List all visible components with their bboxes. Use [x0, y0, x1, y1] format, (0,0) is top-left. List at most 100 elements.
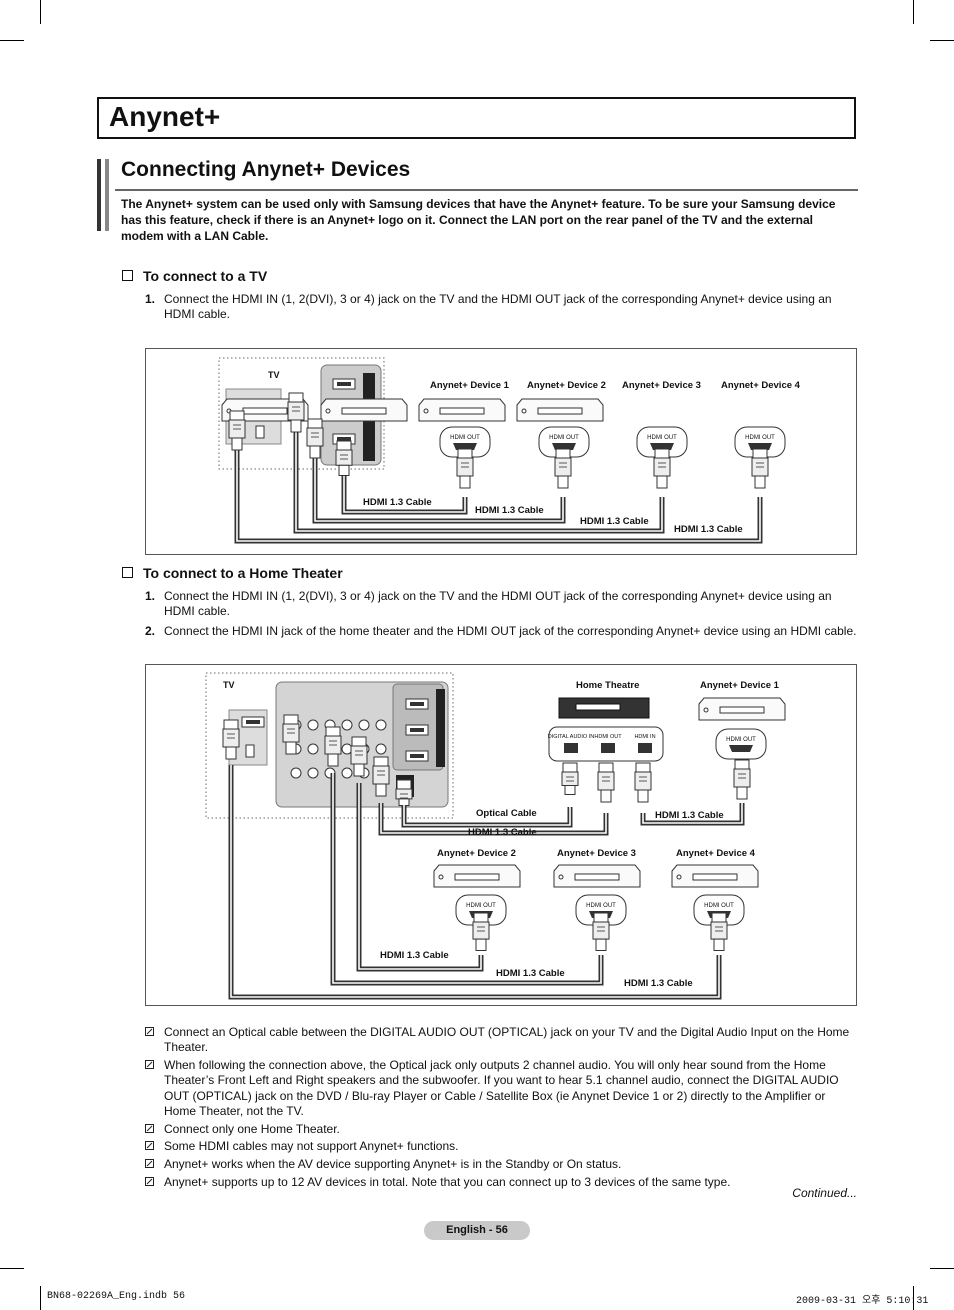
plug-strain	[375, 783, 387, 797]
plug-strain	[309, 445, 321, 459]
tv-label: TV	[268, 370, 280, 380]
av-jack	[307, 743, 319, 755]
plug-tip	[593, 912, 609, 923]
plug-strain	[637, 789, 649, 803]
crop-mark	[913, 0, 914, 24]
tv-heading-text: To connect to a TV	[143, 268, 268, 284]
tv-subheading: To connect to a TV	[122, 268, 267, 284]
hdmi-port-label: HDMI OUT	[647, 435, 677, 441]
note-item: Some HDMI cables may not support Anynet+…	[145, 1139, 857, 1154]
anynet-device-3-tray	[439, 407, 485, 415]
plug-tip	[288, 392, 304, 403]
plug-tip	[457, 448, 473, 459]
notes-list: Connect an Optical cable between the DIG…	[145, 1025, 857, 1192]
anynet-device-4-led	[521, 408, 527, 414]
plug-tip	[752, 448, 768, 459]
plug-strain	[225, 746, 237, 760]
plug-tip	[223, 719, 239, 730]
hdmi-cable-label: HDMI 1.3 Cable	[468, 827, 537, 838]
anynet-device-2-led	[438, 874, 444, 880]
plug-tip	[283, 714, 299, 725]
hdmi-port-bubble	[715, 728, 767, 760]
av-jack	[358, 719, 370, 731]
hdmi-port-label: HDMI OUT	[586, 903, 616, 909]
note-item: When following the connection above, the…	[145, 1058, 857, 1119]
tv-hdmi-strip	[436, 689, 445, 767]
step-number: 1.	[145, 589, 156, 603]
crop-mark	[0, 40, 24, 41]
av-jack	[290, 767, 302, 779]
hdmi-jack-slot	[410, 702, 424, 706]
note-icon	[145, 1027, 154, 1036]
note-item: Connect only one Home Theater.	[145, 1122, 857, 1137]
section-rule	[115, 189, 858, 191]
hdmi-cable-highlight	[236, 449, 761, 542]
home-theatre-tray	[575, 703, 621, 711]
page-title: Anynet+	[109, 101, 221, 132]
anynet-device-1-led	[703, 707, 709, 713]
note-text: When following the connection above, the…	[164, 1057, 839, 1118]
note-item: Anynet+ works when the AV device support…	[145, 1157, 857, 1172]
footer-timestamp: 2009-03-31 오후 5:10:31	[796, 1296, 929, 1307]
home-theatre-jack	[564, 743, 578, 753]
plug-strain	[736, 786, 748, 800]
home-theatre-jack	[638, 743, 652, 753]
note-icon	[145, 1123, 154, 1133]
plug-strain	[713, 938, 725, 952]
hdmi-cable-label: HDMI 1.3 Cable	[580, 516, 649, 527]
home-theatre-jack	[601, 743, 615, 753]
plug-tip	[555, 448, 571, 459]
plug-strain	[459, 475, 471, 489]
note-icon	[145, 1176, 154, 1186]
page-number-badge: English - 56	[424, 1221, 530, 1240]
note-item: Connect an Optical cable between the DIG…	[145, 1025, 857, 1056]
plug-strain	[595, 938, 607, 952]
hdmi-cable-highlight	[230, 765, 720, 998]
page-title-box: Anynet+	[97, 97, 856, 139]
hdmi-port-label: HDMI OUT	[450, 435, 480, 441]
hdmi-port-icon	[552, 443, 576, 450]
intro-paragraph: The Anynet+ system can be used only with…	[121, 197, 836, 243]
hdmi-cable-highlight	[314, 439, 564, 522]
anynet-device-4-tray	[537, 407, 583, 415]
hdmi-cable-label: HDMI 1.3 Cable	[624, 978, 693, 989]
hdmi-cable-highlight	[380, 803, 607, 834]
plug-strain	[475, 938, 487, 952]
hdmi-cable-label: HDMI 1.3 Cable	[475, 505, 544, 516]
usb-jack	[255, 425, 265, 439]
step-text: Connect the HDMI IN (1, 2(DVI), 3 or 4) …	[164, 589, 832, 618]
hdmi-jack-slot	[410, 754, 424, 758]
hdmi-cable-label: HDMI 1.3 Cable	[363, 497, 432, 508]
hdmi-port-label: HDMI OUT	[549, 435, 579, 441]
plug-strain	[398, 798, 410, 806]
plug-strain	[564, 785, 576, 795]
section-bar	[97, 159, 109, 231]
hdmi-jack-slot	[337, 382, 351, 386]
av-jack	[307, 719, 319, 731]
plug-tip	[734, 759, 750, 770]
av-jack	[341, 719, 353, 731]
ht-step-1: 1. Connect the HDMI IN (1, 2(DVI), 3 or …	[145, 589, 857, 619]
hdmi-cable-highlight	[358, 783, 482, 970]
plug-strain	[353, 763, 365, 777]
anynet-device-2-tray	[341, 407, 387, 415]
usb-jack	[245, 744, 255, 758]
plug-strain	[754, 475, 766, 489]
plug-strain	[290, 419, 302, 433]
anynet-device-1-tray	[719, 706, 765, 714]
plug-tip	[562, 762, 578, 773]
hdmi-port-label: HDMI OUT	[726, 737, 756, 743]
device-label: Anynet+ Device 2	[437, 848, 516, 859]
plug-tip	[711, 912, 727, 923]
anynet-device-1-tray	[242, 407, 288, 415]
home-theatre-port-label: DIGITAL AUDIO IN	[548, 734, 594, 740]
optical-cable-label: Optical Cable	[476, 808, 537, 819]
anynet-device-2-led	[325, 408, 331, 414]
anynet-device-3-led	[423, 408, 429, 414]
hdmi-cable-label: HDMI 1.3 Cable	[496, 968, 565, 979]
home-theatre-port-label: HDMI OUT	[594, 734, 622, 740]
anynet-device-2-tray	[454, 873, 500, 881]
anynet-device-3-led	[558, 874, 564, 880]
crop-mark	[40, 1286, 41, 1310]
